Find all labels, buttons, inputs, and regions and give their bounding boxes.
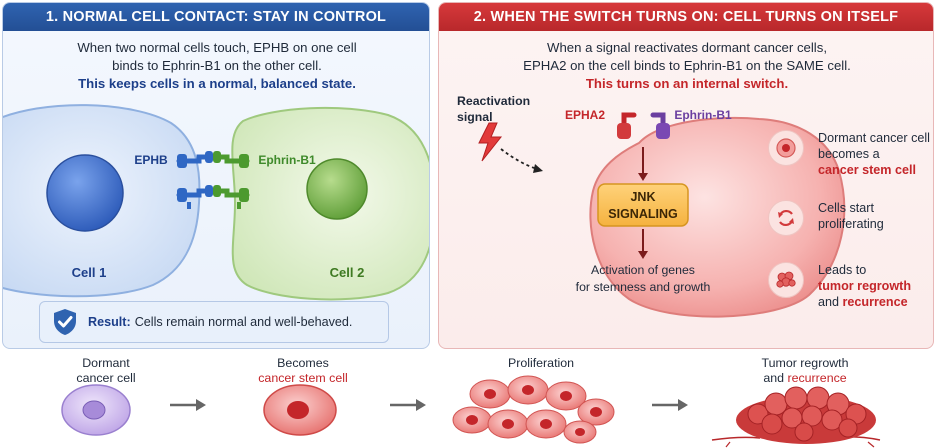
stage-2-line1: Becomes [277,356,329,370]
stage-arrow-3 [652,399,688,411]
stage-3-label: Proliferation [476,356,606,371]
ephb-ephrin-binding-lower [176,185,250,209]
reactivation-signal-label-1: Reactivation [457,94,530,108]
left-desc-emphasis: This keeps cells in a normal, balanced s… [78,76,356,91]
stage-2-label: Becomes cancer stem cell [238,356,368,386]
side-item-stem-cell: Dormant cancer cell becomes a cancer ste… [768,130,930,178]
side-item-recurrence: Leads to tumor regrowth and recurrence [768,262,911,310]
side-item-3-and: and [818,295,840,309]
cell-2-label: Cell 2 [330,265,365,280]
cycle-arrows-icon [768,200,804,236]
side-item-proliferating: Cells start proliferating [768,200,884,236]
result-text: Cells remain normal and well-behaved. [134,315,353,329]
jnk-label-line2: SIGNALING [608,207,677,221]
side-item-1-line1: Dormant cancer cell [818,131,930,145]
side-item-3-line1: Leads to [818,263,867,277]
left-desc-line2: binds to Ephrin-B1 on the other cell. [112,58,322,73]
cell-1-nucleus [46,154,124,232]
signal-dotted-arrow [500,148,538,170]
switch-on-panel: 2. WHEN THE SWITCH TURNS ON: CELL TURNS … [438,2,934,349]
result-box: Result: Cells remain normal and well-beh… [39,301,389,343]
jnk-signaling-box [597,183,689,227]
ephrin-b1-right-label: Ephrin-B1 [674,108,732,122]
tumor-cluster-icon [768,262,804,298]
ephrin-b1-self-ligand [650,112,670,139]
stage-arrow-1 [170,399,206,411]
normal-contact-panel: 1. NORMAL CELL CONTACT: STAY IN CONTROL … [2,2,430,349]
dormant-cell-icon [61,384,131,436]
right-desc-line1: When a signal reactivates dormant cancer… [547,40,827,55]
tumor-mass-icon [711,386,881,448]
shield-check-icon [54,309,76,335]
left-desc-line1: When two normal cells touch, EPHB on one… [77,40,357,55]
stage-4-line2-prefix: and [763,371,784,385]
stage-1-label: Dormant cancer cell [46,356,166,386]
epha2-label: EPHA2 [565,108,605,122]
lightning-bolt-icon [478,122,503,162]
stage-4-label: Tumor regrowth and recurrence [730,356,880,386]
proliferating-cells-icon [452,375,615,444]
gene-activation-line2: for stemness and growth [576,280,711,294]
stage-4-line1: Tumor regrowth [761,356,849,370]
cell-icon [768,130,804,166]
stage-3-line1: Proliferation [507,356,575,370]
epha2-receptor [617,112,637,139]
cell-2-nucleus [306,158,368,220]
side-item-1-line2: becomes a [818,147,880,161]
jnk-label-line1: JNK [630,190,655,204]
right-panel-title: 2. WHEN THE SWITCH TURNS ON: CELL TURNS … [439,3,933,31]
right-desc-line2: EPHA2 on the cell binds to Ephrin-B1 on … [523,58,851,73]
gene-activation-line1: Activation of genes [591,263,695,277]
stage-arrow-2 [390,399,426,411]
left-panel-title: 1. NORMAL CELL CONTACT: STAY IN CONTROL [3,3,429,31]
side-item-3-highlight: tumor regrowth [818,279,912,293]
side-item-2-line1: Cells start [818,201,874,215]
side-item-3-highlight2: recurrence [842,295,908,309]
ephb-label: EPHB [134,153,168,167]
stage-1-line1: Dormant [82,356,130,370]
reactivation-signal-label-2: signal [457,110,493,124]
stage-1-line2: cancer cell [76,371,136,385]
cell-contact-illustration: EPHB Ephrin-B1 Cell 1 Cell 2 [3,104,429,301]
side-item-2-line2: proliferating [818,217,884,231]
left-panel-description: When two normal cells touch, EPHB on one… [3,39,429,93]
stage-4-line2: recurrence [787,371,847,385]
result-label: Result: [88,315,131,329]
right-panel-description: When a signal reactivates dormant cancer… [439,39,933,93]
stage-2-line2: cancer stem cell [258,371,348,385]
cancer-stem-cell-icon [263,384,337,436]
right-desc-emphasis: This turns on an internal switch. [585,76,789,91]
ephrin-b1-left-label: Ephrin-B1 [258,153,316,167]
cell-1-label: Cell 1 [72,265,107,280]
ephb-ephrin-binding-upper [176,151,250,168]
side-item-1-highlight: cancer stem cell [818,163,917,177]
